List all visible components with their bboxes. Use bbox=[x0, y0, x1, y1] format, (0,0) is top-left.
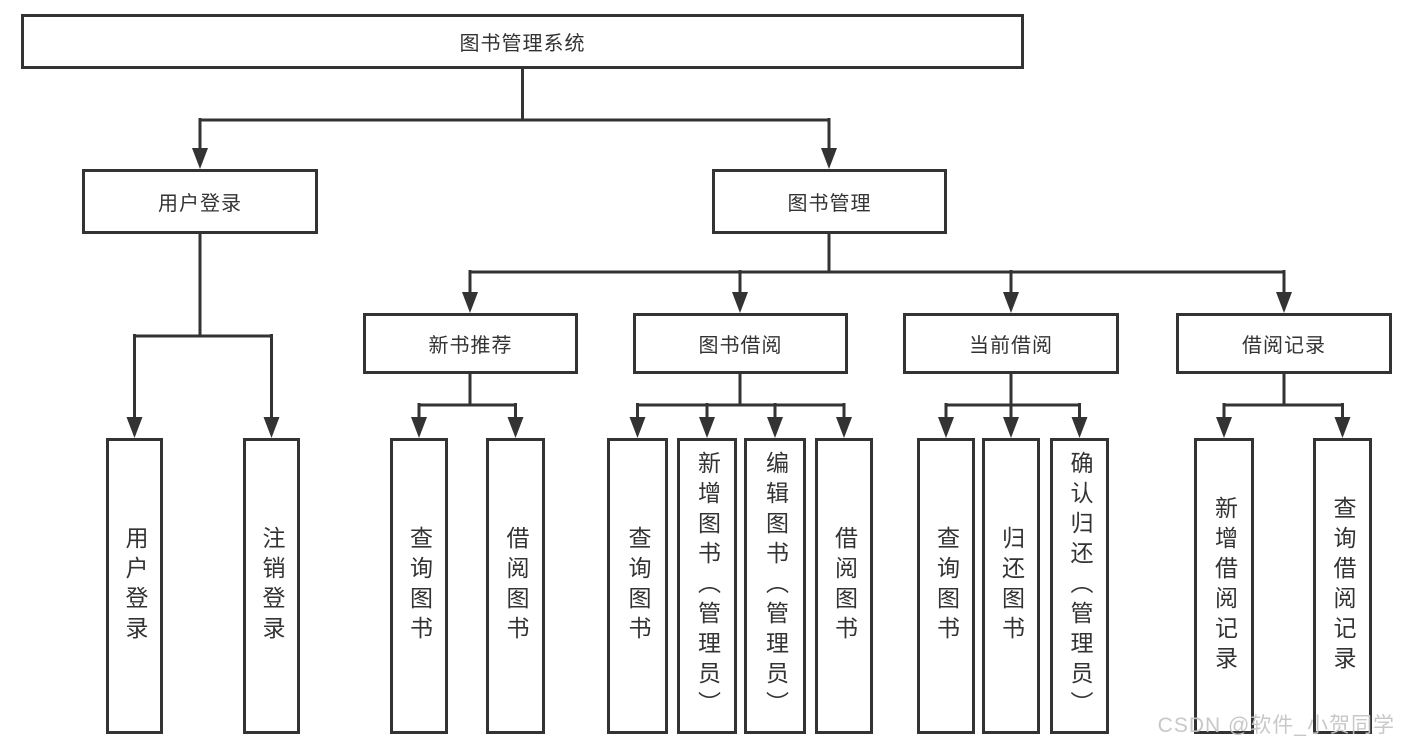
arrowhead-icon bbox=[629, 417, 646, 438]
leaf-add-borrow-record: 新增借阅记录 bbox=[1194, 438, 1254, 734]
node-label: 查询图书 bbox=[933, 526, 960, 646]
connector-root bbox=[192, 66, 837, 169]
leaf-query-borrow-record: 查询借阅记录 bbox=[1313, 438, 1372, 734]
arrowhead-icon bbox=[938, 417, 954, 438]
arrowhead-icon bbox=[507, 417, 524, 438]
arrowhead-icon bbox=[699, 417, 715, 438]
arrowhead-icon bbox=[767, 417, 783, 438]
node-label: 用户登录 bbox=[158, 193, 242, 215]
node-label: 编辑图书（管理员） bbox=[762, 451, 789, 721]
node-label: 归还图书 bbox=[998, 526, 1025, 646]
node-label: 新书推荐 bbox=[428, 335, 513, 357]
node-label: 借阅图书 bbox=[503, 526, 529, 646]
leaf-borrow-books: 借阅图书 bbox=[815, 438, 873, 734]
node-label: 查询图书 bbox=[406, 526, 433, 646]
arrowhead-icon bbox=[192, 148, 208, 169]
arrowhead-icon bbox=[126, 417, 143, 438]
node-label: 新增借阅记录 bbox=[1211, 496, 1238, 676]
arrowhead-icon bbox=[1003, 417, 1019, 438]
node-book-borrow: 图书借阅 bbox=[633, 313, 848, 374]
node-label: 图书借阅 bbox=[698, 335, 783, 357]
leaf-query-books-recommend: 查询图书 bbox=[390, 438, 448, 734]
leaf-logout: 注销登录 bbox=[243, 438, 300, 734]
node-current-borrow: 当前借阅 bbox=[903, 313, 1119, 374]
arrowhead-icon bbox=[462, 292, 478, 313]
node-label: 新增图书（管理员） bbox=[694, 451, 721, 721]
node-user-login: 用户登录 bbox=[82, 169, 318, 234]
leaf-confirm-return-admin: 确认归还（管理员） bbox=[1050, 438, 1109, 734]
node-label: 确认归还（管理员） bbox=[1067, 451, 1093, 721]
leaf-return-book: 归还图书 bbox=[982, 438, 1040, 734]
node-borrow-records: 借阅记录 bbox=[1176, 313, 1392, 374]
node-label: 查询图书 bbox=[625, 526, 651, 646]
arrowhead-icon bbox=[1276, 292, 1292, 313]
node-label: 注销登录 bbox=[259, 526, 285, 646]
connector-book-borrow bbox=[629, 372, 852, 438]
node-label: 当前借阅 bbox=[969, 335, 1053, 357]
leaf-query-books-current: 查询图书 bbox=[917, 438, 975, 734]
watermark: CSDN @软件_小贺同学 bbox=[1157, 714, 1395, 737]
leaf-add-book-admin: 新增图书（管理员） bbox=[677, 438, 737, 734]
arrowhead-icon bbox=[263, 417, 280, 438]
arrowhead-icon bbox=[1334, 417, 1351, 438]
node-label: 查询借阅记录 bbox=[1330, 496, 1356, 676]
leaf-borrow-books-recommend: 借阅图书 bbox=[486, 438, 545, 734]
node-label: 借阅记录 bbox=[1242, 335, 1326, 357]
arrowhead-icon bbox=[821, 148, 837, 169]
leaf-user-login: 用户登录 bbox=[106, 438, 163, 734]
connector-new-book-recommend bbox=[411, 372, 524, 438]
node-label: 借阅图书 bbox=[831, 526, 858, 646]
arrowhead-icon bbox=[1003, 292, 1019, 313]
connector-user-login bbox=[126, 232, 280, 438]
connector-borrow-records bbox=[1216, 372, 1351, 438]
arrowhead-icon bbox=[1071, 417, 1088, 438]
node-book-management: 图书管理 bbox=[712, 169, 947, 234]
node-root: 图书管理系统 bbox=[21, 14, 1024, 69]
node-label: 图书管理系统 bbox=[459, 33, 586, 55]
arrowhead-icon bbox=[732, 292, 748, 313]
leaf-query-books-borrow: 查询图书 bbox=[607, 438, 668, 734]
node-label: 用户登录 bbox=[122, 526, 148, 646]
arrowhead-icon bbox=[411, 417, 427, 438]
leaf-edit-book-admin: 编辑图书（管理员） bbox=[744, 438, 806, 734]
connector-current-borrow bbox=[938, 372, 1088, 438]
node-label: 图书管理 bbox=[787, 193, 872, 215]
arrowhead-icon bbox=[836, 417, 852, 438]
connector-book-management bbox=[462, 232, 1292, 313]
arrowhead-icon bbox=[1216, 417, 1232, 438]
node-new-book-recommend: 新书推荐 bbox=[363, 313, 578, 374]
